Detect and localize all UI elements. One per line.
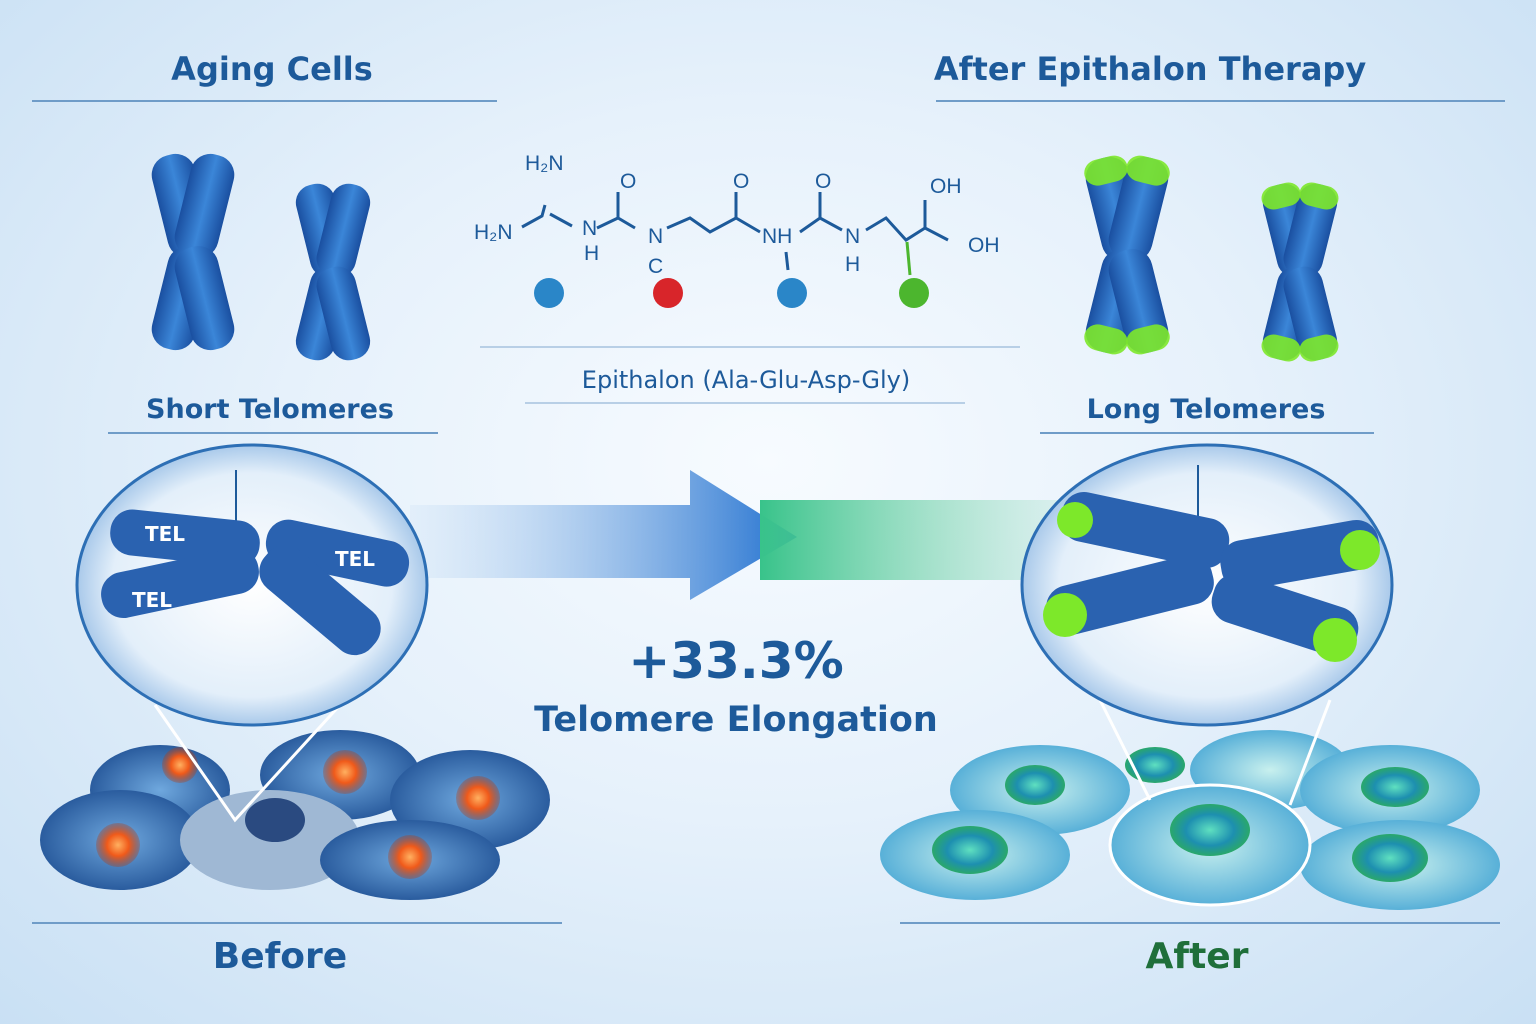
short-telomere-chromosome <box>292 179 374 365</box>
after-zoom-lens <box>1020 443 1394 727</box>
molecule-name: Epithalon (Ala-Glu-Asp-Gly) <box>581 366 911 394</box>
tel-label: TEL <box>132 588 172 612</box>
renewed-cells-cluster <box>880 730 1500 910</box>
divider <box>32 100 497 102</box>
divider <box>936 100 1505 102</box>
svg-text:H₂N: H₂N <box>525 152 563 175</box>
epithalon-structure <box>521 192 949 276</box>
divider <box>1040 432 1374 434</box>
residue-bead-ala <box>534 278 564 308</box>
tel-label: TEL <box>335 547 375 571</box>
long-telomeres-caption: Long Telomeres <box>1086 394 1326 425</box>
svg-text:N: N <box>648 225 663 248</box>
tel-label: TEL <box>145 522 185 546</box>
after-therapy-title: After Epithalon Therapy <box>933 50 1367 88</box>
svg-text:H₂N: H₂N <box>474 221 512 244</box>
green-band <box>760 500 1060 580</box>
elongation-percent: +33.3% <box>628 632 844 690</box>
residue-bead-gly <box>899 278 929 308</box>
long-telomere-chromosome <box>1259 179 1341 365</box>
svg-text:O: O <box>815 170 831 193</box>
divider <box>108 432 438 434</box>
elongation-label: Telomere Elongation <box>534 700 938 740</box>
divider <box>32 922 562 924</box>
svg-text:N: N <box>582 217 597 240</box>
svg-text:O: O <box>620 170 636 193</box>
svg-text:H: H <box>845 253 860 276</box>
after-label: After <box>1145 936 1249 977</box>
divider <box>900 922 1500 924</box>
svg-text:H: H <box>584 242 599 265</box>
aging-cells-cluster <box>40 730 550 900</box>
svg-text:C: C <box>648 255 663 278</box>
residue-bead-asp <box>777 278 807 308</box>
svg-text:OH: OH <box>968 234 1000 257</box>
progress-arrow <box>410 470 797 600</box>
svg-text:OH: OH <box>930 175 962 198</box>
atom-labels: H₂N H₂N N H O N C O NH O N H OH OH <box>474 152 1000 278</box>
svg-text:O: O <box>733 170 749 193</box>
short-telomeres-caption: Short Telomeres <box>146 394 394 425</box>
short-telomere-chromosome <box>147 149 239 355</box>
svg-text:N: N <box>845 225 860 248</box>
before-label: Before <box>212 936 348 977</box>
svg-text:NH: NH <box>762 225 792 248</box>
residue-bead-glu <box>653 278 683 308</box>
aging-cells-title: Aging Cells <box>171 50 373 88</box>
long-telomere-chromosome <box>1081 152 1173 358</box>
before-zoom-lens: TEL TEL TEL <box>75 443 429 727</box>
